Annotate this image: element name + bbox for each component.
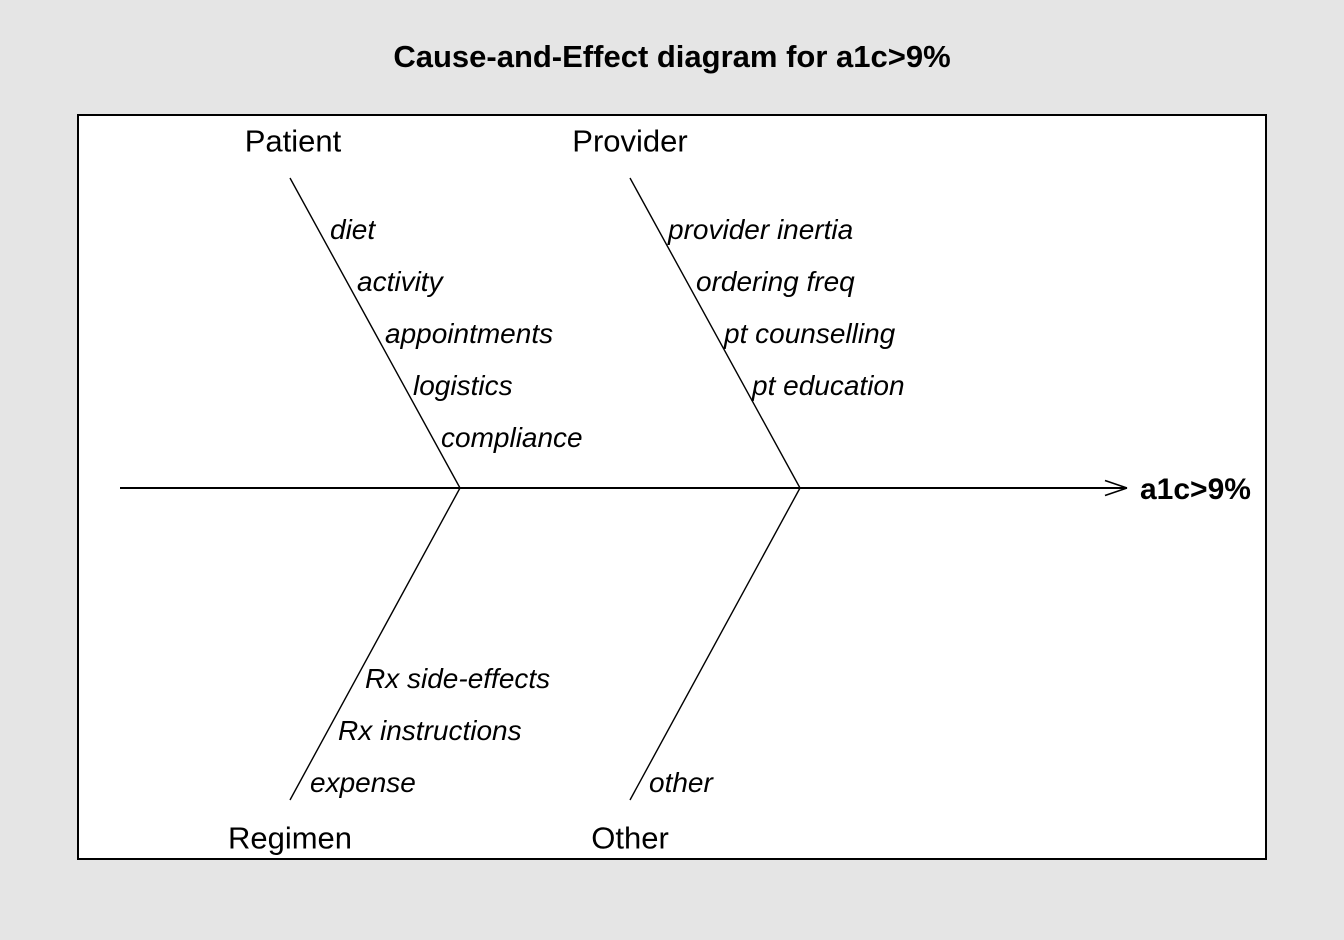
cause-label-provider-inertia: provider inertia — [668, 214, 854, 245]
cause-label-logistics: logistics — [413, 370, 513, 401]
cause-label-pt-education: pt education — [752, 370, 905, 401]
branch-line-patient — [289, 177, 461, 489]
spine-arrowhead-lower — [1104, 487, 1128, 497]
cause-label-activity: activity — [357, 266, 443, 297]
fishbone-lines — [120, 177, 1128, 801]
cause-label-ordering-freq: ordering freq — [696, 266, 855, 297]
cause-label-rx-side-effects: Rx side-effects — [365, 663, 551, 694]
spine-arrowhead-upper — [1104, 479, 1128, 489]
branch-line-provider — [629, 177, 801, 489]
category-label-patient: Patient — [244, 123, 342, 159]
branch-line-other — [629, 487, 801, 801]
category-label-provider: Provider — [572, 123, 688, 159]
cause-label-rx-instructions: Rx instructions — [338, 715, 522, 746]
cause-label-appointments: appointments — [385, 318, 554, 349]
effect-label: a1c>9% — [1140, 473, 1251, 506]
category-label-other: Other — [591, 820, 669, 856]
diagram-title: Cause-and-Effect diagram for a1c>9% — [393, 39, 951, 74]
cause-label-compliance: compliance — [441, 422, 583, 453]
branch-line-regimen — [289, 487, 461, 801]
cause-label-expense: expense — [310, 767, 416, 798]
cause-label-diet: diet — [330, 214, 376, 245]
plot-area: Patient Provider Regimen Other diet acti… — [77, 114, 1267, 860]
cause-label-pt-counselling: pt counselling — [724, 318, 896, 349]
category-label-regimen: Regimen — [227, 820, 353, 856]
cause-label-other: other — [649, 767, 713, 798]
